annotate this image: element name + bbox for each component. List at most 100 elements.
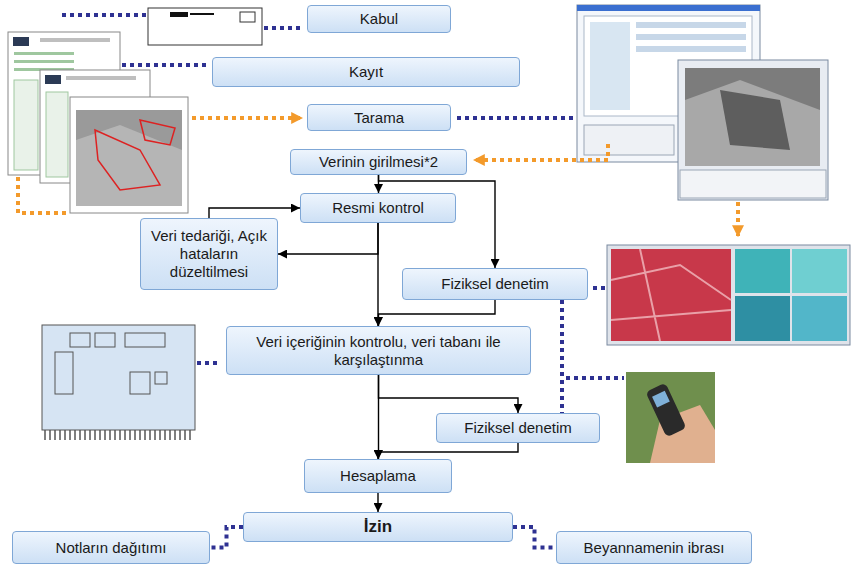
process-box: İzin <box>243 512 513 542</box>
image-tile <box>792 296 847 341</box>
process-box: Kabul <box>307 5 451 33</box>
dotted-connector <box>560 300 564 413</box>
flow-arrow <box>378 375 379 459</box>
panel <box>680 170 826 198</box>
aerial-photo <box>76 110 182 206</box>
process-box: Hesaplama <box>304 459 452 493</box>
image-tile <box>735 249 790 293</box>
photo <box>626 372 715 463</box>
box-label: Kabul <box>360 10 398 28</box>
device-part <box>125 333 165 347</box>
parcel-outline <box>95 130 160 190</box>
box-label: Veri tedariği, Açık hataların düzeltilme… <box>147 227 271 281</box>
box-label: Fiziksel denetim <box>441 275 549 293</box>
process-box: Veri içeriğinin kontrolu, veri tabanı il… <box>226 326 531 375</box>
stamp <box>240 12 255 22</box>
dotted-links <box>62 15 624 378</box>
form-line <box>636 46 746 52</box>
form-column <box>46 92 68 177</box>
field-lines <box>611 249 731 341</box>
flow-arrow <box>377 493 378 512</box>
field <box>720 90 790 150</box>
device-part <box>155 372 167 384</box>
envelope-icon <box>148 8 262 45</box>
panel <box>584 125 674 155</box>
orange-arrow <box>474 144 608 160</box>
flow-arrow <box>209 208 300 218</box>
computer-unit <box>42 325 195 440</box>
form-logo <box>13 37 29 46</box>
box-label: Beyannamenin ibrası <box>584 539 725 557</box>
process-box: Verinin girilmesi*2 <box>290 149 467 175</box>
envelope <box>148 8 262 45</box>
device-part <box>70 333 90 347</box>
box-label: Verinin girilmesi*2 <box>319 153 438 171</box>
orange-line <box>18 177 68 213</box>
form-line <box>636 22 746 28</box>
aerial-photo <box>685 68 820 166</box>
dotted-link <box>457 116 575 120</box>
process-box: Kayıt <box>212 57 520 87</box>
box-label: Notların dağıtımı <box>56 539 167 557</box>
dotted-link <box>566 376 624 380</box>
box-label: Tarama <box>354 109 404 127</box>
form-line <box>66 76 136 80</box>
parcel-outline <box>140 120 175 145</box>
gps-photo <box>626 372 715 463</box>
flow-arrow <box>379 375 519 413</box>
form-logo <box>45 75 61 84</box>
imagery-screenshot <box>607 245 850 345</box>
orange-arrow <box>192 116 302 120</box>
envelope-mark <box>170 12 188 17</box>
box-label: Fiziksel denetim <box>464 419 572 437</box>
image-tile <box>792 249 847 293</box>
form-page <box>70 97 188 213</box>
process-box: Resmi kontrol <box>300 193 456 223</box>
flow-arrow <box>379 300 496 326</box>
flow-arrow <box>377 223 378 326</box>
process-box: Fiziksel denetim <box>402 268 588 300</box>
form-line <box>40 38 110 42</box>
gps-device <box>645 383 686 438</box>
form-column <box>590 22 630 110</box>
device-body <box>42 325 195 430</box>
process-box: Fiziksel denetim <box>436 413 600 443</box>
gps-screen <box>652 391 670 408</box>
title-bar <box>577 5 760 11</box>
infrared-image <box>611 249 731 341</box>
box-label: Hesaplama <box>340 467 416 485</box>
device-part <box>130 372 150 394</box>
image-tile <box>735 296 790 341</box>
field <box>76 125 182 206</box>
flow-arrow <box>378 443 518 459</box>
envelope-mark <box>190 13 214 15</box>
window <box>678 60 828 200</box>
dotted-link <box>593 286 605 290</box>
process-box: Beyannamenin ibrası <box>556 531 752 564</box>
connector-pins <box>45 430 190 440</box>
box-label: Kayıt <box>349 63 383 81</box>
dotted-link <box>264 26 302 30</box>
box-label: Veri içeriğinin kontrolu, veri tabanı il… <box>233 333 524 369</box>
field <box>685 80 820 166</box>
dotted-link <box>122 63 207 67</box>
form-column <box>14 80 38 170</box>
process-box: Notların dağıtımı <box>12 531 210 564</box>
form-line <box>636 34 746 40</box>
dotted-connector <box>513 527 556 548</box>
process-box: Tarama <box>307 104 451 131</box>
dotted-connector <box>210 527 243 548</box>
box-label: İzin <box>364 517 392 537</box>
device-part <box>55 352 73 394</box>
form-line <box>14 60 74 63</box>
device-part <box>95 333 115 347</box>
map-screenshot <box>678 60 828 200</box>
box-label: Resmi kontrol <box>332 199 424 217</box>
dotted-link <box>62 13 146 17</box>
window <box>607 245 850 345</box>
flow-arrow <box>278 223 378 254</box>
form-pages <box>8 32 188 213</box>
form-line <box>14 52 74 55</box>
